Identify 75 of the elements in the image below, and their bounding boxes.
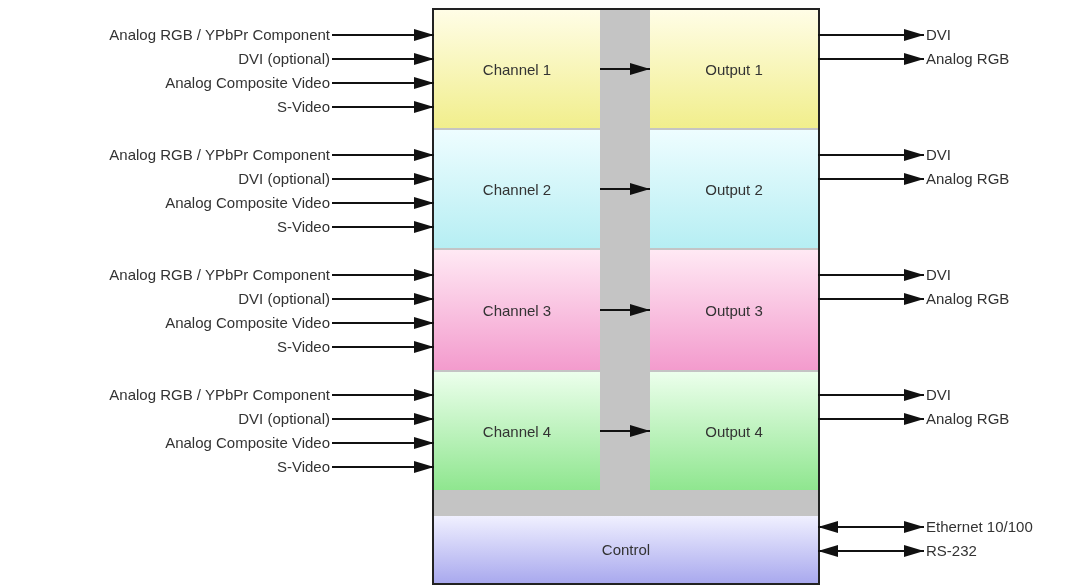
control-box — [434, 516, 818, 583]
arrow — [817, 389, 925, 401]
signal-label: S-Video — [276, 218, 330, 236]
arrow — [817, 173, 925, 185]
signal-label: DVI — [926, 146, 951, 164]
signal-label: Analog RGB / YPbPr Component — [109, 146, 330, 164]
arrow — [599, 63, 651, 75]
signal-label: S-Video — [276, 98, 330, 116]
arrow — [331, 389, 435, 401]
signal-label: DVI — [926, 26, 951, 44]
signal-label: DVI — [926, 266, 951, 284]
output-box — [650, 10, 818, 128]
arrow — [331, 173, 435, 185]
box-label: Output 4 — [705, 422, 763, 440]
arrow — [817, 521, 925, 533]
arrow — [331, 437, 435, 449]
signal-label: DVI (optional) — [238, 410, 330, 428]
signal-label: Analog RGB — [926, 50, 1010, 68]
channel-box — [434, 130, 600, 248]
arrow — [331, 149, 435, 161]
signal-label: RS-232 — [926, 542, 977, 560]
arrow — [331, 77, 435, 89]
box-label: Output 2 — [705, 180, 763, 198]
signal-label: Ethernet 10/100 — [926, 518, 1033, 536]
channel-box — [434, 10, 600, 128]
arrow — [599, 183, 651, 195]
arrow — [331, 101, 435, 113]
arrow — [331, 53, 435, 65]
box-label: Channel 3 — [482, 301, 552, 319]
arrow — [331, 461, 435, 473]
box-label: Output 3 — [705, 301, 763, 319]
arrow — [331, 29, 435, 41]
signal-label: DVI (optional) — [238, 50, 330, 68]
arrow — [331, 221, 435, 233]
signal-label: Analog RGB / YPbPr Component — [109, 266, 330, 284]
signal-label: Analog RGB — [926, 170, 1010, 188]
box-label: Control — [601, 541, 651, 558]
channel-box — [434, 250, 600, 370]
arrow — [817, 545, 925, 557]
arrow — [331, 269, 435, 281]
arrow — [817, 29, 925, 41]
signal-label: S-Video — [276, 338, 330, 356]
signal-label: Analog RGB — [926, 290, 1010, 308]
device-frame — [432, 8, 820, 585]
output-box — [650, 130, 818, 248]
signal-label: Analog RGB / YPbPr Component — [109, 26, 330, 44]
signal-label: Analog Composite Video — [165, 194, 330, 212]
arrow — [331, 197, 435, 209]
signal-label: Analog Composite Video — [165, 434, 330, 452]
arrow — [599, 425, 651, 437]
output-box — [650, 372, 818, 490]
arrow — [817, 269, 925, 281]
signal-label: Analog RGB — [926, 410, 1010, 428]
arrow — [817, 293, 925, 305]
arrow — [817, 149, 925, 161]
channel-box — [434, 372, 600, 490]
signal-label: Analog RGB / YPbPr Component — [109, 386, 330, 404]
signal-label: Analog Composite Video — [165, 314, 330, 332]
arrow — [331, 293, 435, 305]
box-label: Channel 2 — [482, 180, 552, 198]
arrow — [599, 304, 651, 316]
signal-label: Analog Composite Video — [165, 74, 330, 92]
signal-label: DVI (optional) — [238, 170, 330, 188]
signal-label: S-Video — [276, 458, 330, 476]
arrow — [817, 53, 925, 65]
arrow — [331, 413, 435, 425]
output-box — [650, 250, 818, 370]
arrow — [331, 341, 435, 353]
box-label: Channel 1 — [482, 60, 552, 78]
box-label: Output 1 — [705, 60, 763, 78]
box-label: Channel 4 — [482, 422, 552, 440]
signal-label: DVI — [926, 386, 951, 404]
signal-label: DVI (optional) — [238, 290, 330, 308]
arrow — [331, 317, 435, 329]
arrow — [817, 413, 925, 425]
